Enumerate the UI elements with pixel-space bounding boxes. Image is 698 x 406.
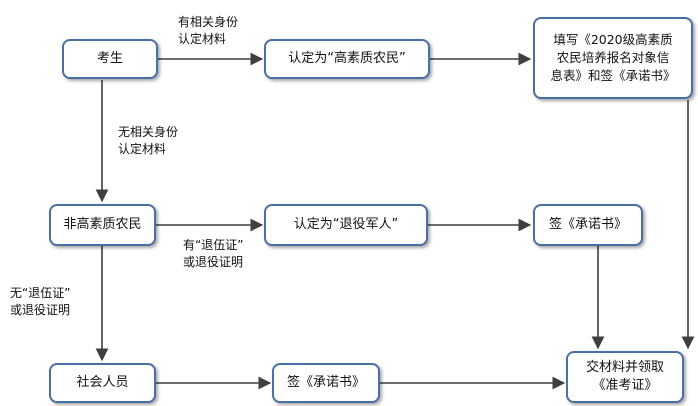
node-submit-ticket: 交材料并领取 《准考证》 bbox=[566, 351, 684, 403]
node-sign-pledge-social: 签《承诺书》 bbox=[272, 363, 380, 403]
node-non-farmer: 非高素质农民 bbox=[49, 204, 156, 246]
node-fill-form-sign: 填写《2020级高素质 农民培养报名对象信 息表》和签《承诺书》 bbox=[533, 17, 693, 99]
node-sign-pledge-veteran: 签《承诺书》 bbox=[533, 204, 643, 246]
label-no-discharge-cert: 无“退伍证” 或退役证明 bbox=[10, 286, 71, 317]
node-recognized-farmer: 认定为“高素质农民” bbox=[264, 39, 430, 79]
node-social-person: 社会人员 bbox=[49, 363, 156, 403]
node-examinee: 考生 bbox=[62, 39, 158, 79]
node-recognized-veteran: 认定为“退役军人” bbox=[264, 204, 428, 246]
label-no-id-material: 无相关身份 认定材料 bbox=[118, 125, 179, 156]
label-has-discharge-cert: 有“退伍证” 或退役证明 bbox=[183, 238, 244, 269]
label-has-id-material: 有相关身份 认定材料 bbox=[178, 15, 239, 46]
